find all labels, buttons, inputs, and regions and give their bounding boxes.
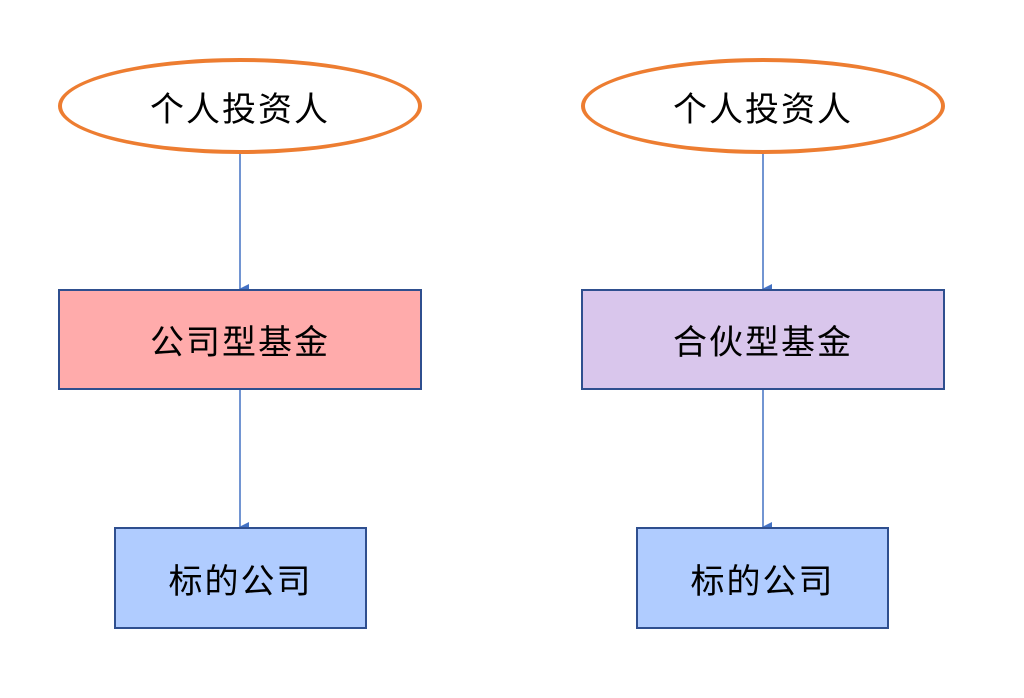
right-target-company-node: 标的公司 (636, 527, 889, 629)
partnership-fund-label: 合伙型基金 (673, 323, 853, 363)
left-individual-investor-label: 个人投资人 (150, 89, 330, 130)
right-individual-investor-label: 个人投资人 (673, 89, 853, 130)
right-target-company-label: 标的公司 (690, 561, 835, 602)
left-target-company-node: 标的公司 (114, 527, 367, 629)
partnership-fund-node: 合伙型基金 (581, 289, 945, 390)
right-individual-investor-node: 个人投资人 (581, 58, 945, 154)
corporate-fund-label: 公司型基金 (150, 323, 330, 363)
corporate-fund-node: 公司型基金 (58, 289, 422, 390)
left-individual-investor-node: 个人投资人 (58, 58, 422, 154)
left-target-company-label: 标的公司 (168, 561, 313, 602)
